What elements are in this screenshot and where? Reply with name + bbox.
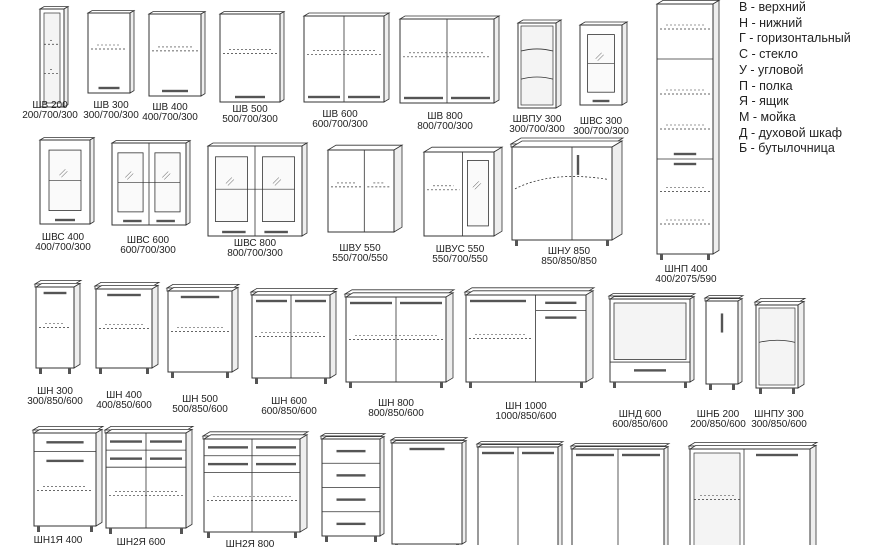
- cabinet-code-label: ШНД 600: [618, 409, 662, 420]
- cabinet-code-label: ШВ 400: [152, 102, 188, 113]
- cabinet-size-label: 300/700/300: [509, 124, 565, 135]
- cabinet-size-label: 850/850/850: [541, 256, 597, 267]
- cabinet-code-label: ШН 500: [182, 394, 218, 405]
- cabinet-base-open-corner: [753, 297, 807, 394]
- cabinet-code-label: ШВУС 550: [435, 244, 485, 255]
- cabinet-size-label: 300/700/300: [83, 110, 139, 121]
- cabinet-size-label: 1000/850/600: [495, 411, 557, 422]
- cabinet-size-label: 300/850/600: [27, 396, 83, 407]
- cabinet-size-label: 600/850/600: [261, 406, 317, 417]
- cabinet-size-label: 300/700/300: [573, 126, 629, 137]
- cabinet-wall-glass-double: [206, 142, 309, 237]
- cabinet-base-oven: [607, 293, 697, 388]
- cabinet-wall-corner-glass: [422, 146, 504, 237]
- legend-item: В - верхний: [739, 0, 806, 14]
- cabinet-code-label: ШВУ 550: [339, 243, 381, 254]
- cabinet-code-label: ШВ 500: [232, 104, 268, 115]
- cabinet-size-label: 800/850/600: [368, 408, 424, 419]
- cabinet-code-label: ШН 800: [378, 398, 414, 409]
- cabinet-size-label: 800/700/300: [417, 121, 473, 132]
- legend-item: П - полка: [739, 78, 793, 93]
- legend-item: Б - бутылочница: [739, 141, 835, 156]
- legend-item: Я - ящик: [739, 94, 789, 109]
- cabinet-base-corner: [509, 137, 625, 246]
- cabinet-code-label: ШВ 800: [427, 111, 463, 122]
- cabinet-code-label: ШН 300: [37, 386, 73, 397]
- cabinet-code-label: ШН2Я 600: [116, 537, 166, 548]
- cabinet-size-label: 200/700/300: [22, 110, 78, 121]
- cabinet-wall-door: [86, 9, 136, 94]
- cabinet-base-double: [343, 289, 456, 388]
- cabinet-base-1000: [463, 287, 596, 388]
- legend-item: М - мойка: [739, 109, 796, 124]
- cabinet-size-label: 600/700/300: [120, 245, 176, 256]
- cabinet-size-label: 600/700/300: [312, 119, 368, 130]
- cabinet-code-label: ШН1Я 400: [33, 535, 83, 546]
- cabinet-code-label: ШН 1000: [505, 401, 547, 412]
- cabinet-base-bottle: [703, 295, 745, 390]
- cabinet-code-label: ШВ 600: [322, 109, 358, 120]
- cabinet-base-door: [165, 283, 241, 378]
- cabinet-wall-double: [398, 15, 501, 104]
- cabinet-base-sink: [389, 437, 469, 545]
- cabinet-size-label: 400/2075/590: [655, 274, 717, 285]
- cabinet-base-sink-double: [475, 441, 565, 545]
- legend-item: У - угловой: [739, 62, 804, 77]
- cabinet-code-label: ШН 400: [106, 390, 142, 401]
- cabinet-code-label: ШНПУ 300: [754, 409, 804, 420]
- cabinet-wall-double: [302, 12, 391, 103]
- cabinet-wall-open-corner: [516, 19, 563, 109]
- cabinet-size-label: 400/700/300: [35, 242, 91, 253]
- legend-item: Д - духовой шкаф: [739, 125, 843, 140]
- cabinet-code-label: ШНУ 850: [547, 246, 591, 257]
- cabinet-size-label: 500/700/300: [222, 114, 278, 125]
- legend-item: Н - нижний: [739, 15, 803, 30]
- cabinet-base-open-door: [687, 441, 819, 545]
- cabinet-code-label: ШНП 400: [664, 264, 708, 275]
- cabinet-base-sink-double: [569, 443, 671, 545]
- cabinet-base-2drawer: [103, 425, 195, 534]
- cabinet-wall-door: [218, 10, 286, 103]
- legend-item: Г - горизонтальный: [739, 31, 851, 46]
- cabinet-wall-shelves: [38, 5, 70, 108]
- cabinet-size-label: 200/850/600: [690, 419, 746, 430]
- cabinet-code-label: ШВПУ 300: [512, 114, 562, 125]
- cabinet-base-door: [93, 281, 161, 374]
- cabinet-size-label: 300/850/600: [751, 419, 807, 430]
- cabinet-base-4drawer: [319, 433, 387, 542]
- legend: В - верхний Н - нижний Г - горизонтальны…: [739, 0, 851, 157]
- cabinet-code-label: ШН 600: [271, 396, 307, 407]
- cabinet-size-label: 600/850/600: [612, 419, 668, 430]
- cabinet-wall-glass-double: [110, 139, 192, 226]
- cabinet-code-label: ШНБ 200: [696, 409, 740, 420]
- cabinet-size-label: 550/700/550: [332, 253, 388, 264]
- cabinet-code-label: ШВС 300: [579, 116, 623, 127]
- cabinet-code-label: ШВС 400: [41, 232, 85, 243]
- cabinet-base-door: [33, 279, 83, 374]
- cabinet-wall-door: [147, 10, 207, 97]
- cabinet-size-label: 550/700/550: [432, 254, 488, 265]
- cabinet-size-label: 800/700/300: [227, 248, 283, 259]
- cabinet-size-label: 400/700/300: [142, 112, 198, 123]
- cabinet-base-1drawer: [31, 425, 105, 532]
- cabinet-wall-corner: [326, 144, 404, 233]
- cabinet-size-label: 500/850/600: [172, 404, 228, 415]
- cabinet-code-label: ШВ 200: [32, 100, 68, 111]
- cabinet-code-label: ШВС 800: [233, 238, 277, 249]
- cabinet-size-label: 400/850/600: [96, 400, 152, 411]
- legend-item: С - стекло: [739, 47, 798, 62]
- cabinet-wall-glass: [38, 136, 96, 225]
- cabinet-code-label: ШВС 600: [126, 235, 170, 246]
- cabinet-base-double: [249, 287, 339, 384]
- cabinet-wall-glass: [578, 21, 629, 106]
- cabinet-code-label: ШВ 300: [93, 100, 129, 111]
- cabinet-base-2drawer: [201, 431, 310, 538]
- cabinet-tall-pencil: [655, 0, 721, 260]
